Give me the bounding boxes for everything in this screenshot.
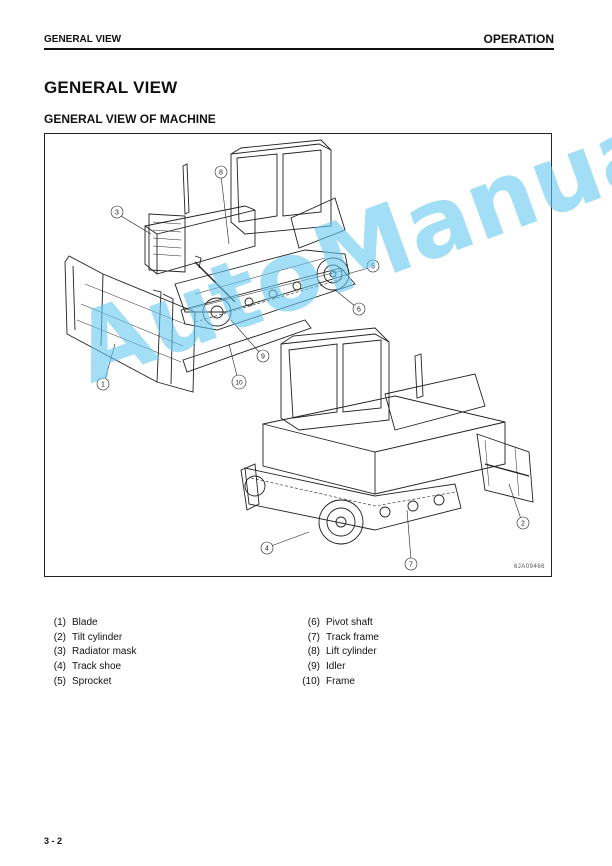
legend-item: (6) Pivot shaft (307, 617, 373, 628)
legend-item: (7) Track frame (307, 631, 379, 643)
machine-illustration: 1 2 3 4 5 6 7 8 9 10 6JA09466 (44, 133, 552, 577)
legend-item: (4) Track shoe (53, 661, 122, 673)
legend-item: (3) Radiator mask (53, 646, 137, 658)
legend-item: (2) Tilt cylinder (53, 631, 123, 643)
section-subtitle: GENERAL VIEW OF MACHINE (44, 112, 216, 126)
legend-item: (9) Idler (307, 661, 346, 673)
page-title: GENERAL VIEW (44, 78, 178, 97)
callout-4: 4 (265, 546, 269, 553)
callout-6: 6 (357, 307, 361, 314)
legend-item: (8) Lift cylinder (307, 646, 377, 658)
callout-1: 1 (101, 382, 105, 389)
bulldozer-drawing: 1 2 3 4 5 6 7 8 9 10 (64, 139, 534, 571)
legend-item: (10) Frame (302, 675, 355, 687)
page-number: 3 - 2 (44, 836, 63, 846)
legend-left: (1) Blade (2) Tilt cylinder (3) Radiator… (44, 616, 137, 689)
callout-9: 9 (261, 354, 265, 361)
legend-item: (5) Sprocket (53, 675, 112, 687)
callouts (96, 165, 530, 571)
callout-10: 10 (235, 380, 243, 387)
header-rule (44, 48, 554, 50)
header-section: GENERAL VIEW (44, 34, 122, 45)
callout-2: 2 (521, 521, 525, 528)
header-chapter: OPERATION (483, 32, 554, 46)
figure-id: 6JA09466 (513, 564, 545, 570)
callout-7: 7 (409, 562, 413, 569)
callout-3: 3 (115, 210, 119, 217)
callout-5: 5 (371, 264, 375, 271)
legend-right: (6) Pivot shaft (7) Track frame (8) Lift… (302, 616, 379, 689)
dozer-rear-view (240, 327, 534, 545)
callout-8: 8 (219, 170, 223, 177)
dozer-front-view (64, 139, 356, 393)
legend-item: (1) Blade (53, 617, 98, 628)
